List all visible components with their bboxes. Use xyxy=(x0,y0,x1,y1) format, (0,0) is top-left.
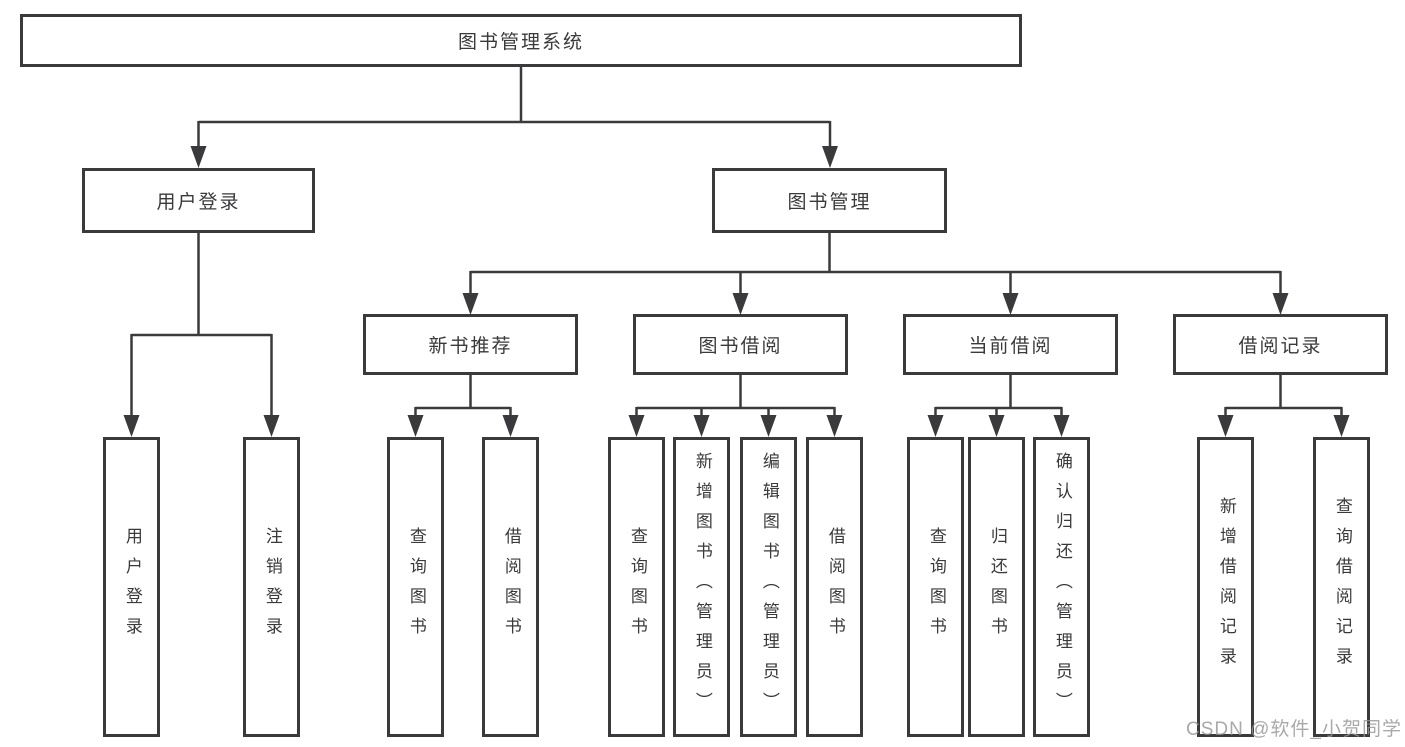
leaf-add-book: 新增图书（管理员） xyxy=(673,437,730,737)
node-book-management: 图书管理 xyxy=(712,168,947,233)
node-current-borrow: 当前借阅 xyxy=(903,314,1118,375)
leaf-query-books-current: 查询图书 xyxy=(907,437,964,737)
node-borrow-records: 借阅记录 xyxy=(1173,314,1388,375)
leaf-add-book-label: 新增图书（管理员） xyxy=(692,452,712,722)
leaf-edit-book: 编辑图书（管理员） xyxy=(740,437,797,737)
csdn-watermark: CSDN @软件_小贺同学 xyxy=(1186,719,1402,740)
leaf-logout: 注销登录 xyxy=(243,437,300,737)
node-book-borrow: 图书借阅 xyxy=(633,314,848,375)
node-user-login-label: 用户登录 xyxy=(156,192,241,213)
leaf-user-login-label: 用户登录 xyxy=(122,527,142,647)
node-root: 图书管理系统 xyxy=(20,14,1022,67)
leaf-return-book: 归还图书 xyxy=(968,437,1025,737)
node-book-management-label: 图书管理 xyxy=(787,192,872,213)
node-user-login: 用户登录 xyxy=(82,168,315,233)
node-root-label: 图书管理系统 xyxy=(457,32,584,53)
leaf-borrow-books-label: 借阅图书 xyxy=(825,527,845,647)
node-new-book-rec: 新书推荐 xyxy=(363,314,578,375)
leaf-borrow-books-rec: 借阅图书 xyxy=(482,437,539,737)
leaf-edit-book-label: 编辑图书（管理员） xyxy=(759,452,779,722)
leaf-query-books-rec-label: 查询图书 xyxy=(406,527,426,647)
leaf-query-books-borrow-label: 查询图书 xyxy=(627,527,647,647)
leaf-borrow-books-rec-label: 借阅图书 xyxy=(501,527,521,647)
leaf-user-login: 用户登录 xyxy=(103,437,160,737)
leaf-query-books-current-label: 查询图书 xyxy=(926,527,946,647)
node-book-borrow-label: 图书借阅 xyxy=(698,336,783,357)
leaf-return-book-label: 归还图书 xyxy=(987,527,1007,647)
leaf-logout-label: 注销登录 xyxy=(262,527,282,647)
leaf-query-books-rec: 查询图书 xyxy=(387,437,444,737)
leaf-confirm-return-label: 确认归还（管理员） xyxy=(1052,452,1072,722)
node-borrow-records-label: 借阅记录 xyxy=(1238,336,1323,357)
leaf-query-borrow-record: 查询借阅记录 xyxy=(1313,437,1370,737)
leaf-query-books-borrow: 查询图书 xyxy=(608,437,665,737)
leaf-borrow-books: 借阅图书 xyxy=(806,437,863,737)
leaf-confirm-return: 确认归还（管理员） xyxy=(1033,437,1090,737)
leaf-add-borrow-record: 新增借阅记录 xyxy=(1197,437,1254,737)
leaf-add-borrow-record-label: 新增借阅记录 xyxy=(1216,497,1236,677)
node-new-book-rec-label: 新书推荐 xyxy=(428,336,513,357)
node-current-borrow-label: 当前借阅 xyxy=(968,336,1053,357)
leaf-query-borrow-record-label: 查询借阅记录 xyxy=(1332,497,1352,677)
